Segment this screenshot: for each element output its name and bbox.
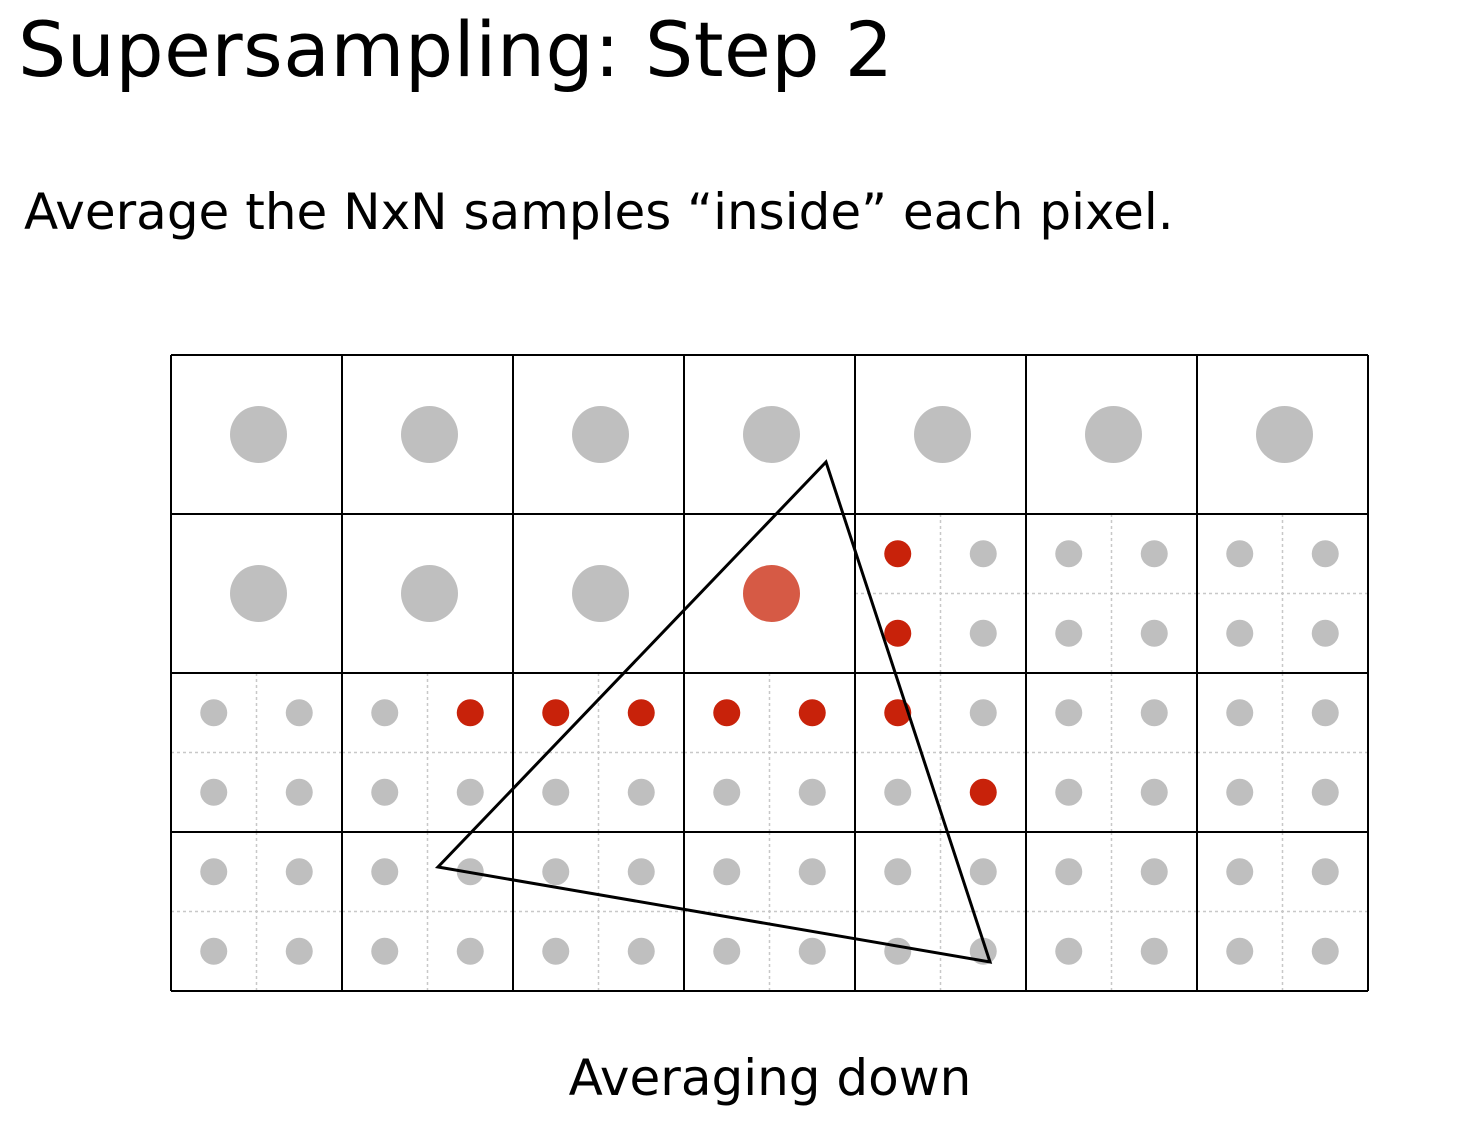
- sample-dot: [1311, 699, 1339, 727]
- sample-dot: [371, 778, 399, 806]
- sample-dots: [200, 406, 1339, 965]
- sample-dot: [371, 937, 399, 965]
- sample-dot: [884, 937, 912, 965]
- sample-dot: [1055, 540, 1083, 568]
- sample-dot: [798, 778, 826, 806]
- sample-dot: [1311, 619, 1339, 647]
- sample-dot: [285, 699, 313, 727]
- sample-dot: [1055, 858, 1083, 886]
- sample-dot: [1226, 699, 1254, 727]
- sample-dot: [1226, 619, 1254, 647]
- sample-dot: [1226, 937, 1254, 965]
- sample-dot: [969, 540, 997, 568]
- slide-subtitle: Average the NxN samples “inside” each pi…: [24, 183, 1174, 241]
- sample-dot: [542, 858, 570, 886]
- sample-dot: [627, 778, 655, 806]
- sample-dot: [200, 858, 228, 886]
- averaged-pixel-dot: [572, 406, 629, 463]
- sample-dot: [1055, 699, 1083, 727]
- sample-dot: [285, 778, 313, 806]
- sample-dot: [1226, 858, 1254, 886]
- sample-dot: [1140, 540, 1168, 568]
- sample-dot: [1226, 540, 1254, 568]
- averaged-pixel-dot: [230, 565, 287, 622]
- sample-dot: [884, 778, 912, 806]
- sample-dot: [1140, 858, 1168, 886]
- sample-dot: [285, 858, 313, 886]
- sample-dot: [1311, 937, 1339, 965]
- sample-dot: [285, 937, 313, 965]
- sample-dot: [200, 778, 228, 806]
- sample-dot-covered: [969, 778, 997, 806]
- sample-dot: [1140, 699, 1168, 727]
- sample-dot-covered: [798, 699, 826, 727]
- sample-dot: [1140, 937, 1168, 965]
- sample-dot: [798, 858, 826, 886]
- sample-dot: [884, 858, 912, 886]
- caption: Averaging down: [568, 1049, 972, 1107]
- sample-dot: [1311, 778, 1339, 806]
- averaged-pixel-dot: [401, 565, 458, 622]
- sample-dot: [200, 699, 228, 727]
- sample-dot: [1311, 540, 1339, 568]
- sample-dot: [371, 858, 399, 886]
- sample-dot-covered: [713, 699, 741, 727]
- sample-dot: [456, 778, 484, 806]
- sample-dot-covered: [627, 699, 655, 727]
- sample-dot-covered: [456, 699, 484, 727]
- triangle-outline: [434, 459, 993, 964]
- sample-dot-covered: [542, 699, 570, 727]
- sample-dot: [1055, 778, 1083, 806]
- sample-dot: [1226, 778, 1254, 806]
- sample-dot-covered: [884, 619, 912, 647]
- sample-dot: [200, 937, 228, 965]
- averaged-pixel-dot: [743, 565, 800, 622]
- sample-dot: [1055, 619, 1083, 647]
- sample-dot: [627, 858, 655, 886]
- averaged-pixel-dot: [401, 406, 458, 463]
- averaged-pixel-dot: [572, 565, 629, 622]
- sample-dot-covered: [884, 540, 912, 568]
- sample-dot: [969, 858, 997, 886]
- sample-dot: [969, 699, 997, 727]
- sample-dot: [798, 937, 826, 965]
- sample-dot: [542, 937, 570, 965]
- slide-title: Supersampling: Step 2: [18, 5, 894, 94]
- sample-dot: [542, 778, 570, 806]
- averaged-pixel-dot: [1085, 406, 1142, 463]
- averaged-pixel-dot: [914, 406, 971, 463]
- averaged-pixel-dot: [1256, 406, 1313, 463]
- sample-dot: [1055, 937, 1083, 965]
- sample-dot: [969, 619, 997, 647]
- sample-dot: [1140, 778, 1168, 806]
- sample-dot: [627, 937, 655, 965]
- averaged-pixel-dot: [743, 406, 800, 463]
- sample-dot: [713, 778, 741, 806]
- averaged-pixel-dot: [230, 406, 287, 463]
- pixel-grid: [170, 354, 1369, 992]
- sample-dot: [713, 858, 741, 886]
- sample-dot: [456, 937, 484, 965]
- sample-dot: [713, 937, 741, 965]
- sample-dot: [1140, 619, 1168, 647]
- sample-dot: [371, 699, 399, 727]
- sample-dot: [1311, 858, 1339, 886]
